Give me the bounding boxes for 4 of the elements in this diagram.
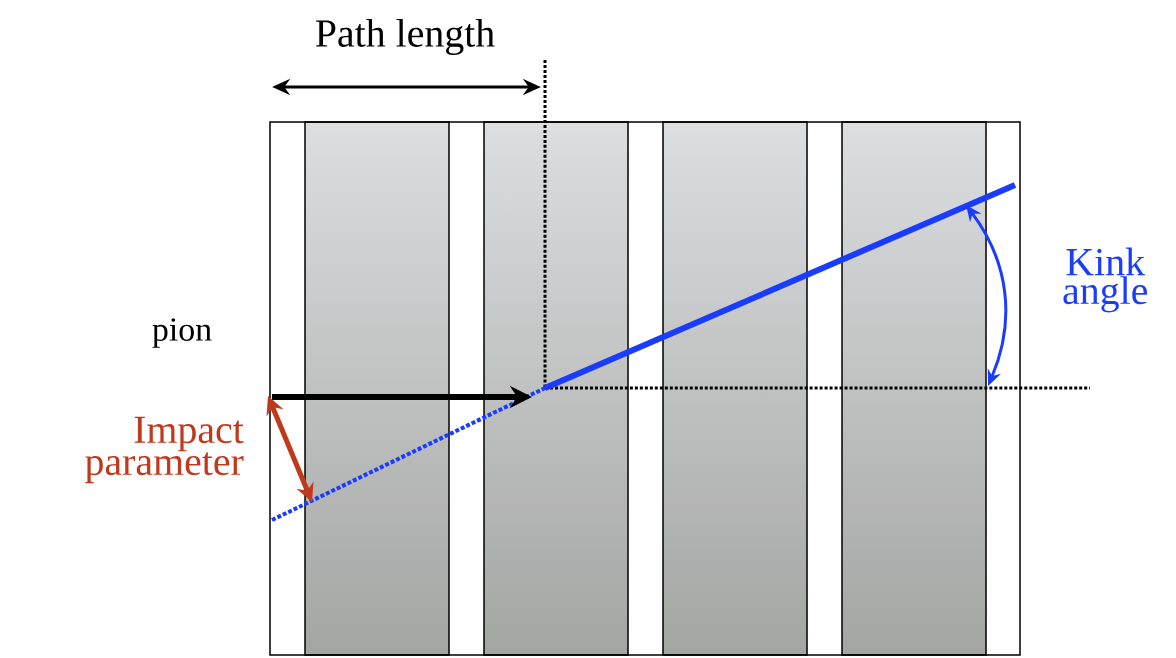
label: pion	[152, 318, 212, 348]
label: Path length	[315, 18, 495, 56]
label: Kink angle	[1063, 247, 1147, 313]
label: Impact parameter	[85, 416, 244, 484]
